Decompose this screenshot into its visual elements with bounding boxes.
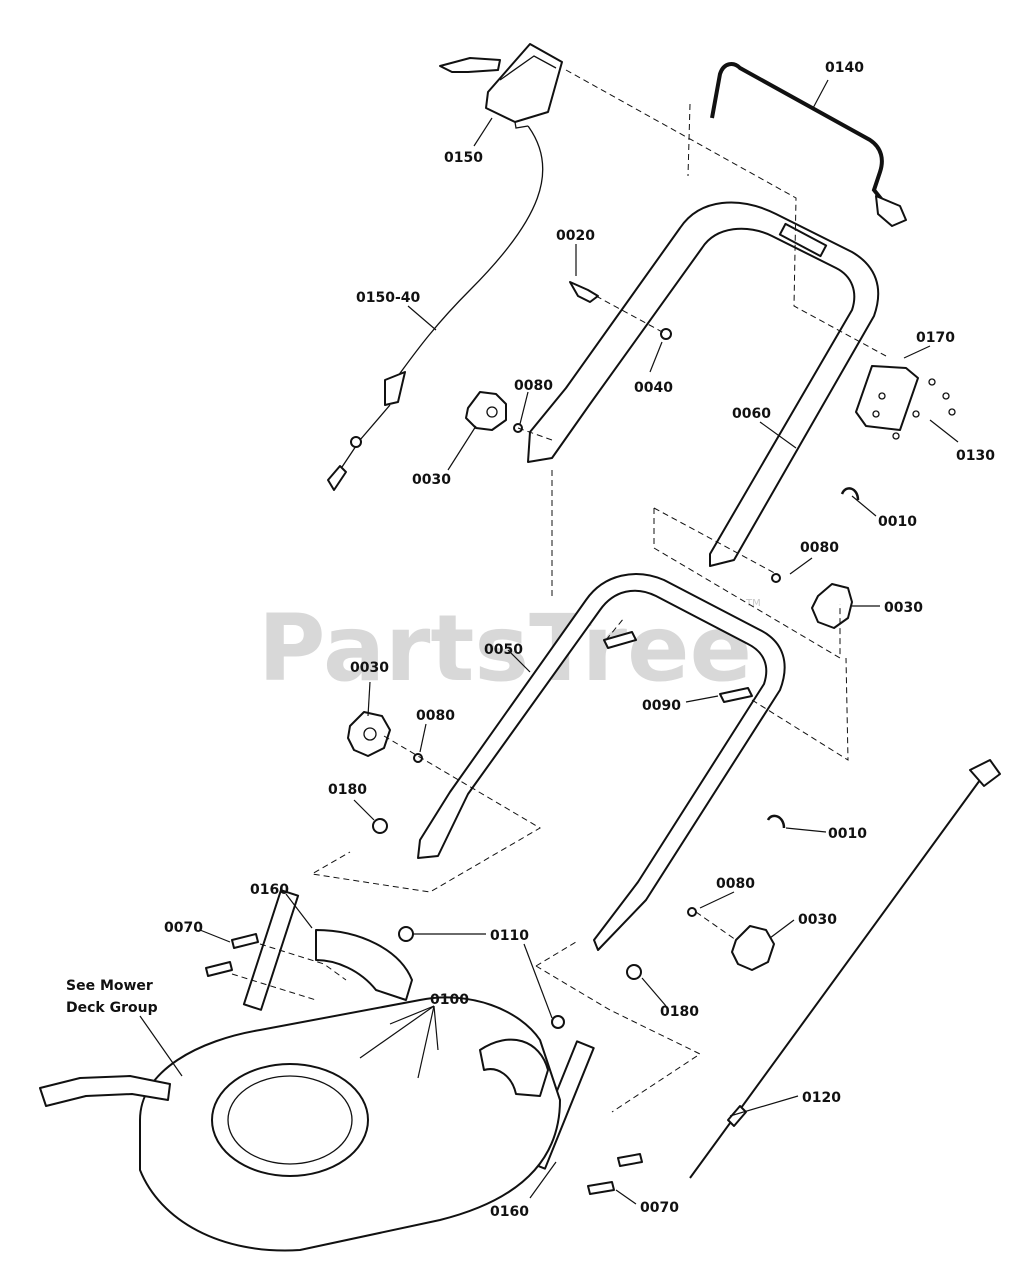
callout-0180-left: 0180 [328, 782, 367, 798]
callout-0090: 0090 [642, 698, 681, 714]
callout-0030-bottom: 0030 [798, 912, 837, 928]
bolt-0110 [398, 926, 414, 942]
control-cable-0150-40 [327, 125, 544, 491]
watermark-tm: TM [745, 598, 761, 609]
knob-0030-bottom [731, 925, 775, 971]
control-handle-0150 [439, 43, 563, 129]
bolts-0070-left [205, 933, 259, 977]
callout-0120: 0120 [802, 1090, 841, 1106]
deck-note-line-1: See Mower [66, 978, 153, 994]
callout-0050: 0050 [484, 642, 523, 658]
assembly-guides [231, 69, 887, 1113]
lower-handle-0050 [417, 573, 786, 951]
clip-0020 [569, 281, 599, 303]
bolt-0110-b [551, 1015, 565, 1029]
washer-0080-right [771, 573, 781, 583]
callout-0170: 0170 [916, 330, 955, 346]
knob-0030-left [347, 711, 391, 757]
spacer-0180-right [626, 964, 642, 980]
callout-0080-top: 0080 [514, 378, 553, 394]
operator-bail-0140 [710, 62, 907, 227]
hairpin-clip-0010-top [840, 487, 860, 501]
knob-0030-right [811, 583, 853, 629]
callout-0100: 0100 [430, 992, 469, 1008]
callout-0080-left: 0080 [416, 708, 455, 724]
callout-0110: 0110 [490, 928, 529, 944]
callout-0080-bottom: 0080 [716, 876, 755, 892]
callout-0150-40: 0150-40 [356, 290, 421, 306]
callout-0150: 0150 [444, 150, 483, 166]
spacer-0180-left [372, 818, 388, 834]
callout-0070-left: 0070 [164, 920, 203, 936]
callout-0060: 0060 [732, 406, 771, 422]
callout-0130: 0130 [956, 448, 995, 464]
bracket-0170 [855, 365, 919, 431]
bracket-0160-left [242, 889, 300, 1011]
hairpin-clip-0010-bottom [766, 814, 786, 829]
callout-0160-right: 0160 [490, 1204, 529, 1220]
callout-0180-right: 0180 [660, 1004, 699, 1020]
callout-0020: 0020 [556, 228, 595, 244]
callout-0160-left: 0160 [250, 882, 289, 898]
deck-note-line-2: Deck Group [66, 1000, 158, 1016]
callout-0030-left: 0030 [350, 660, 389, 676]
leader-lines [139, 79, 959, 1205]
washer-0080-bottom [687, 907, 697, 917]
watermark: PartsTree [258, 595, 752, 702]
callout-labels: 0140 0150 0020 0150-40 0170 0040 0080 00… [164, 60, 995, 1220]
bolts-0090 [603, 631, 753, 703]
callout-0070-right: 0070 [640, 1200, 679, 1216]
callout-0030-right: 0030 [884, 600, 923, 616]
callout-0040: 0040 [634, 380, 673, 396]
nut-0040 [660, 328, 672, 340]
callout-0080-right: 0080 [800, 540, 839, 556]
callout-0010-top: 0010 [878, 514, 917, 530]
callout-0030-top: 0030 [412, 472, 451, 488]
cable-0120 [689, 759, 1001, 1179]
callout-0140: 0140 [825, 60, 864, 76]
mower-deck [39, 929, 561, 1252]
callout-0010-bottom: 0010 [828, 826, 867, 842]
knob-0030-top [465, 391, 507, 431]
screws-0130 [892, 378, 956, 440]
upper-handle-0060 [527, 201, 880, 567]
bolts-0070-right [587, 1153, 643, 1195]
